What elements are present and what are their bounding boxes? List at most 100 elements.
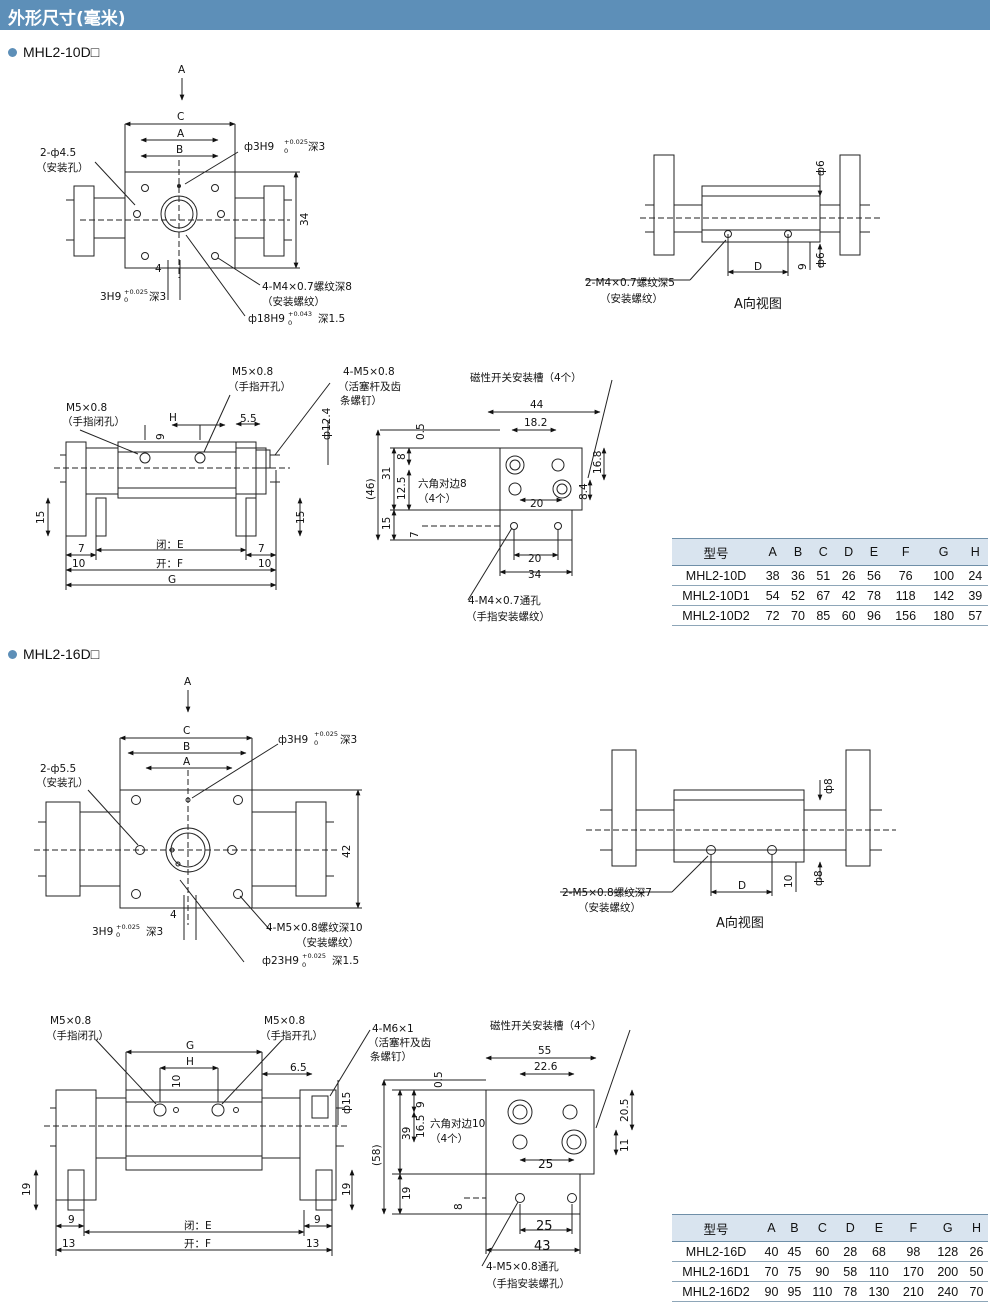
dim-phi-15: ф15 bbox=[341, 1092, 353, 1114]
header-bar: 外形尺寸(毫米) bbox=[0, 0, 990, 30]
hex-label: 六角对边8 bbox=[418, 477, 467, 490]
table-row: MHL2-10D1 54 52 67 42 78 118 142 39 bbox=[672, 585, 988, 606]
table-cell: 26 bbox=[964, 1241, 988, 1262]
dim-h: H bbox=[186, 1056, 194, 1068]
side-screw-label: 2-M5×0.8螺纹深7 bbox=[562, 886, 652, 899]
col-header: A bbox=[760, 538, 786, 566]
top-view-10d bbox=[66, 78, 300, 317]
dim-10: 10 bbox=[171, 1075, 183, 1088]
section-label-16d: MHL2-16D□ bbox=[8, 646, 99, 662]
dim-c: C bbox=[183, 725, 190, 737]
dim-34: 34 bbox=[528, 569, 542, 581]
table-cell: 58 bbox=[838, 1261, 862, 1282]
bottom-pin-depth: 深3 bbox=[149, 291, 166, 303]
front-view-16d bbox=[33, 1029, 371, 1256]
dim-34: 34 bbox=[299, 212, 311, 226]
top-view-10d-labels: A C A B 2-ф4.5 （安装孔） ф3H9 +0.025 0 深3 34… bbox=[36, 64, 352, 327]
table-cell: 45 bbox=[782, 1241, 806, 1262]
dim-15-left: 15 bbox=[35, 511, 47, 524]
dim-25-upper: 25 bbox=[538, 1157, 553, 1171]
finger-open-label: M5×0.8 bbox=[232, 366, 273, 378]
dim-h: H bbox=[169, 412, 177, 424]
table-cell: 52 bbox=[785, 585, 811, 606]
col-header: G bbox=[930, 1214, 965, 1242]
piston-screw-note-2: 条螺钉） bbox=[370, 1050, 412, 1063]
end-view-16d bbox=[381, 1029, 635, 1267]
dim-15-right: 15 bbox=[295, 511, 307, 524]
front-view-10d-labels: M5×0.8 （手指闭孔） M5×0.8 （手指开孔） 4-M5×0.8 （活塞… bbox=[35, 366, 401, 586]
table-cell: 40 bbox=[760, 1241, 783, 1262]
col-header: E bbox=[861, 1214, 897, 1242]
table-cell: 90 bbox=[760, 1281, 783, 1302]
dim-5-5: 5.5 bbox=[240, 413, 257, 425]
mount-screw-note: （安装螺纹） bbox=[296, 936, 359, 949]
table-cell: 70 bbox=[964, 1281, 988, 1302]
table-cell: 36 bbox=[785, 565, 811, 586]
table-cell: 95 bbox=[782, 1281, 806, 1302]
table-cell: 50 bbox=[964, 1261, 988, 1282]
mount-screw-note: （安装螺纹） bbox=[262, 295, 325, 308]
bore-tol-lower: 0 bbox=[302, 961, 306, 969]
table-cell: 110 bbox=[805, 1281, 839, 1302]
page-title: 外形尺寸(毫米) bbox=[8, 9, 126, 29]
dim-c: C bbox=[177, 111, 184, 123]
view-caption: A向视图 bbox=[716, 915, 764, 931]
model-title: MHL2-16D□ bbox=[23, 646, 100, 662]
table-cell: 60 bbox=[835, 605, 862, 626]
bore-depth: 深1.5 bbox=[332, 955, 359, 967]
switch-slot-label: 磁性开关安装槽（4个） bbox=[490, 1019, 602, 1032]
table-cell: 70 bbox=[760, 1261, 783, 1282]
bottom-pin-tol-lower: 0 bbox=[116, 931, 120, 939]
table-cell: 57 bbox=[962, 605, 988, 626]
pin-tol-upper: +0.025 bbox=[284, 138, 308, 146]
pin-tol-upper: +0.025 bbox=[314, 730, 338, 738]
table-cell: 128 bbox=[930, 1241, 965, 1262]
finger-open-note: （手指开孔） bbox=[260, 1029, 323, 1042]
table-cell: 39 bbox=[962, 585, 988, 606]
dim-d: D bbox=[754, 261, 762, 273]
dim-10: 10 bbox=[783, 875, 795, 888]
top-view-16d-labels: A C B A 2-ф5.5 （安装孔） ф3H9 +0.025 0 深3 42… bbox=[36, 676, 363, 969]
dim-55: 55 bbox=[538, 1045, 551, 1057]
dim-10-left: 10 bbox=[72, 558, 85, 570]
bottom-pin-tol-upper: +0.025 bbox=[124, 288, 148, 296]
table-row: MHL2-16D 40 45 60 28 68 98 128 26 bbox=[672, 1241, 988, 1262]
col-header: C bbox=[805, 1214, 839, 1242]
table-cell: 85 bbox=[810, 605, 836, 626]
dim-39: 39 bbox=[401, 1127, 413, 1140]
finger-close-note: （手指闭孔） bbox=[46, 1029, 109, 1042]
table-cell: MHL2-16D2 bbox=[672, 1281, 760, 1302]
front-view-16d-labels: M5×0.8 （手指闭孔） M5×0.8 （手指开孔） 4-M6×1 （活塞杆及… bbox=[21, 1015, 431, 1250]
dim-19-left: 19 bbox=[21, 1183, 33, 1196]
dim-58: (58) bbox=[371, 1144, 383, 1166]
dim-a: A bbox=[183, 756, 191, 768]
dim-4: 4 bbox=[170, 909, 177, 921]
table-cell: 240 bbox=[930, 1281, 965, 1302]
dim-16-8: 16.8 bbox=[592, 451, 604, 474]
table-header-row: 型号 A B C D E F G H bbox=[672, 1214, 988, 1242]
view-arrow-label: A bbox=[184, 676, 192, 688]
hex-note: （4个） bbox=[418, 493, 456, 505]
table-cell: MHL2-10D1 bbox=[672, 585, 760, 606]
dim-43: 43 bbox=[534, 1239, 551, 1254]
bottom-pin-label: 3H9 bbox=[92, 926, 113, 938]
dim-9: 9 bbox=[797, 263, 809, 270]
dim-closed-e: 闭：E bbox=[156, 538, 184, 551]
table-cell: 26 bbox=[835, 565, 862, 586]
bore-label: ф23H9 bbox=[262, 955, 299, 967]
table-cell: MHL2-10D2 bbox=[672, 605, 760, 626]
table-cell: 28 bbox=[838, 1241, 862, 1262]
table-cell: 67 bbox=[810, 585, 836, 606]
dim-open-f: 开：F bbox=[156, 558, 183, 570]
table-cell: 90 bbox=[805, 1261, 839, 1282]
dim-b: B bbox=[176, 144, 183, 156]
dim-31: 31 bbox=[381, 467, 393, 480]
dim-13-right: 13 bbox=[306, 1238, 319, 1250]
switch-slot-label: 磁性开关安装槽（4个） bbox=[470, 371, 582, 384]
dim-19: 19 bbox=[401, 1187, 413, 1200]
dim-open-f: 开：F bbox=[184, 1238, 211, 1250]
dim-15: 15 bbox=[381, 517, 393, 530]
dim-closed-e: 闭：E bbox=[184, 1219, 212, 1232]
mount-holes-note: （安装孔） bbox=[36, 776, 89, 789]
